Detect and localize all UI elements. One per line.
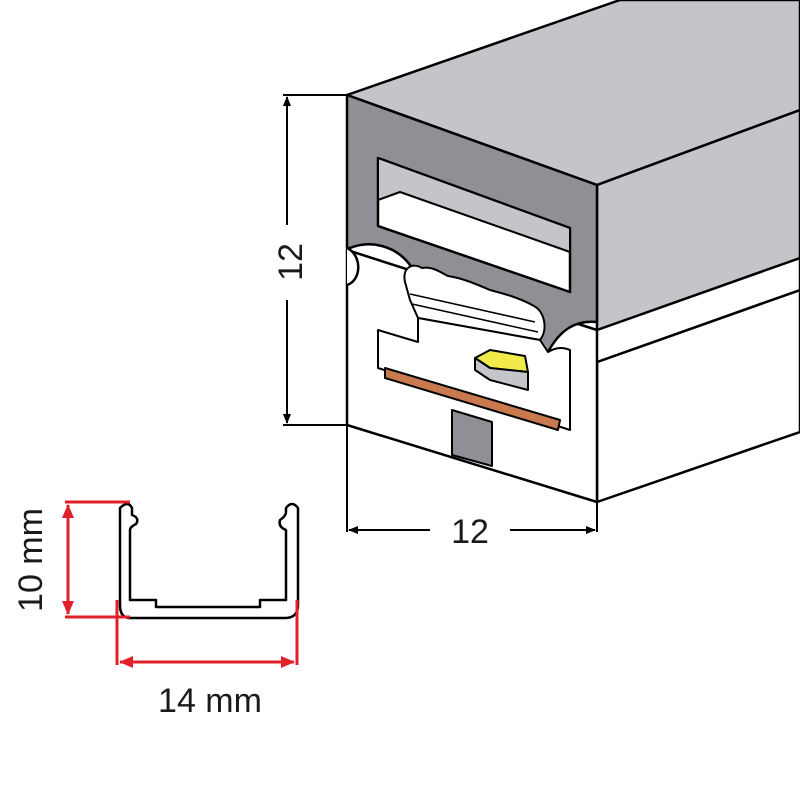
pcb-strip	[384, 367, 561, 431]
channel-height-label: 10 mm	[12, 508, 50, 612]
aluminum-channel-profile	[118, 502, 300, 620]
channel-dimensions	[62, 500, 299, 668]
neon-profile-3d	[345, 0, 800, 504]
window-inner	[377, 157, 571, 253]
left-notch	[346, 246, 360, 287]
inner-cavity	[377, 317, 571, 431]
main-dimensions	[283, 94, 598, 534]
channel-width-label: 14 mm	[158, 682, 262, 720]
height-dimension-label: 12	[272, 243, 310, 281]
wire-slot	[451, 409, 493, 467]
width-dimension-label: 12	[451, 513, 489, 551]
